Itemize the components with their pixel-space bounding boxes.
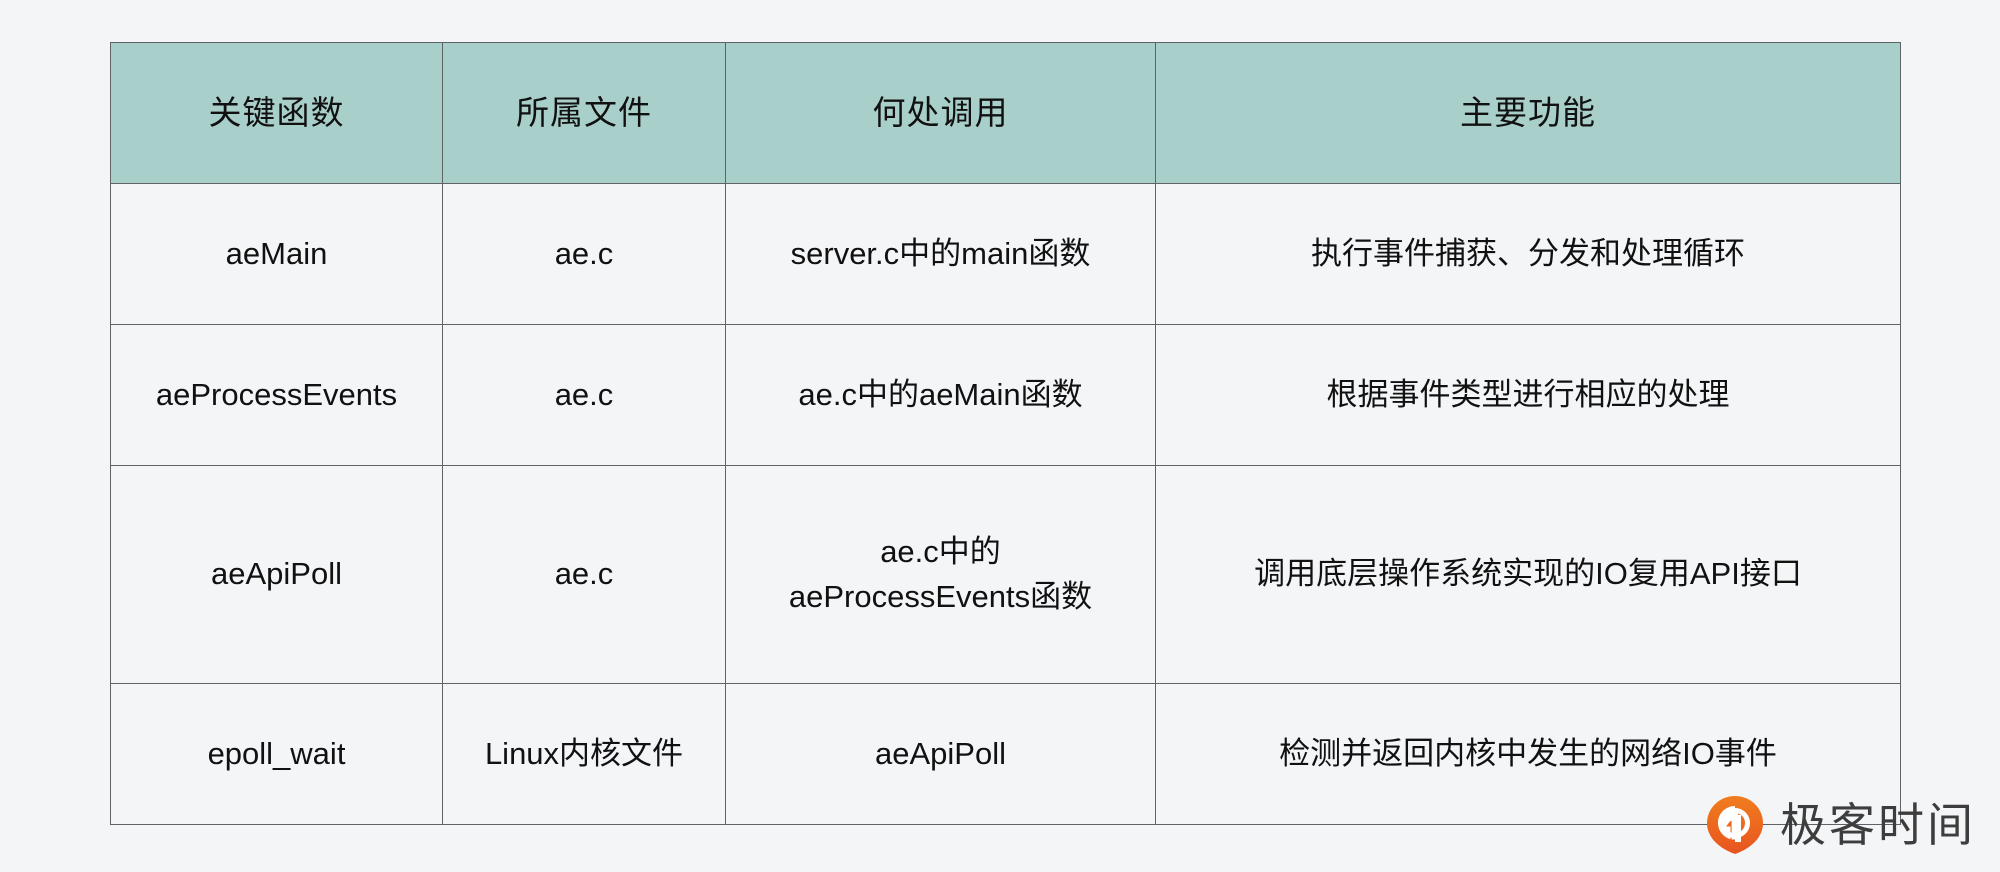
table-row: aeApiPoll ae.c ae.c中的 aeProcessEvents函数 … xyxy=(110,465,1901,684)
brand-name: 极客时间 xyxy=(1780,798,1976,852)
cell-purpose: 调用底层操作系统实现的IO复用API接口 xyxy=(1155,465,1901,684)
cell-called-from: ae.c中的 aeProcessEvents函数 xyxy=(725,465,1156,684)
column-header-purpose: 主要功能 xyxy=(1155,42,1901,184)
cell-function: aeMain xyxy=(110,183,443,325)
cell-purpose: 执行事件捕获、分发和处理循环 xyxy=(1155,183,1901,325)
cell-file: ae.c xyxy=(442,183,726,325)
table-body: aeMain ae.c server.c中的main函数 执行事件捕获、分发和处… xyxy=(110,183,1901,825)
cell-file: ae.c xyxy=(442,465,726,684)
cell-purpose: 根据事件类型进行相应的处理 xyxy=(1155,324,1901,466)
cell-file: ae.c xyxy=(442,324,726,466)
column-header-function: 关键函数 xyxy=(110,42,443,184)
cell-called-from: server.c中的main函数 xyxy=(725,183,1156,325)
cell-called-from: aeApiPoll xyxy=(725,683,1156,825)
key-functions-table-wrapper: 关键函数 所属文件 何处调用 主要功能 aeMain ae.c server.c… xyxy=(110,42,1901,825)
table-row: aeMain ae.c server.c中的main函数 执行事件捕获、分发和处… xyxy=(110,183,1901,325)
cell-function: epoll_wait xyxy=(110,683,443,825)
column-header-called-from: 何处调用 xyxy=(725,42,1156,184)
table-header-row: 关键函数 所属文件 何处调用 主要功能 xyxy=(110,42,1901,184)
geektime-logo-icon xyxy=(1704,794,1766,856)
brand-watermark: 极客时间 xyxy=(1704,794,1976,856)
cell-function: aeProcessEvents xyxy=(110,324,443,466)
column-header-file: 所属文件 xyxy=(442,42,726,184)
table-header: 关键函数 所属文件 何处调用 主要功能 xyxy=(110,42,1901,184)
key-functions-table: 关键函数 所属文件 何处调用 主要功能 aeMain ae.c server.c… xyxy=(110,42,1901,825)
cell-function: aeApiPoll xyxy=(110,465,443,684)
cell-file: Linux内核文件 xyxy=(442,683,726,825)
cell-purpose: 检测并返回内核中发生的网络IO事件 xyxy=(1155,683,1901,825)
table-row: aeProcessEvents ae.c ae.c中的aeMain函数 根据事件… xyxy=(110,324,1901,466)
table-row: epoll_wait Linux内核文件 aeApiPoll 检测并返回内核中发… xyxy=(110,683,1901,825)
cell-called-from: ae.c中的aeMain函数 xyxy=(725,324,1156,466)
